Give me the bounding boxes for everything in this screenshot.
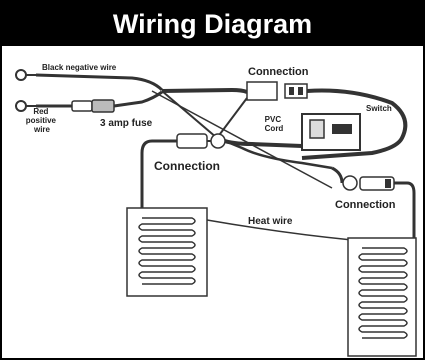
right-pad-cable <box>394 181 416 238</box>
left-lead <box>161 90 218 139</box>
label-switch: Switch <box>366 104 392 113</box>
negative-wire <box>35 73 164 92</box>
switch <box>301 113 361 151</box>
cross-lead <box>151 90 333 189</box>
label-black-negative-wire: Black negative wire <box>42 63 117 72</box>
heat-wire <box>206 219 353 241</box>
label-red-positive-line-1: Red <box>33 107 48 116</box>
label-connection-right: Connection <box>335 199 396 211</box>
fuse-holder <box>71 99 115 113</box>
label-pvc-line-1: PVC <box>265 115 282 124</box>
right-heating-pad <box>347 237 417 357</box>
left-connector <box>176 133 226 149</box>
label-heat-wire: Heat wire <box>248 216 293 227</box>
label-fuse: 3 amp fuse <box>100 118 153 129</box>
left-pad-cable <box>140 139 177 208</box>
label-red-positive-line-3: wire <box>33 125 51 134</box>
diagonal-lead <box>216 97 248 139</box>
cable-loop <box>301 88 408 160</box>
right-connector <box>342 175 395 191</box>
label-red-positive-wire: Red positive wire <box>26 107 58 134</box>
positive-ring-terminal <box>15 100 36 112</box>
positive-wire <box>36 90 163 108</box>
label-connection-left: Connection <box>154 159 220 173</box>
negative-ring-terminal <box>15 69 36 81</box>
label-pvc-line-2: Cord <box>265 124 284 133</box>
left-pad-cable-b <box>224 139 333 170</box>
label-red-positive-line-2: positive <box>26 116 57 125</box>
left-heating-pad <box>126 207 208 297</box>
top-connector <box>246 81 308 101</box>
main-cable <box>161 87 248 94</box>
wiring-diagram: Black negative wire Red positive wire 3 … <box>15 63 417 357</box>
right-cable <box>331 166 344 184</box>
diagram-title: Wiring Diagram <box>2 2 423 46</box>
label-pvc-cord: PVC Cord <box>265 115 284 133</box>
label-connection-top: Connection <box>248 66 309 78</box>
